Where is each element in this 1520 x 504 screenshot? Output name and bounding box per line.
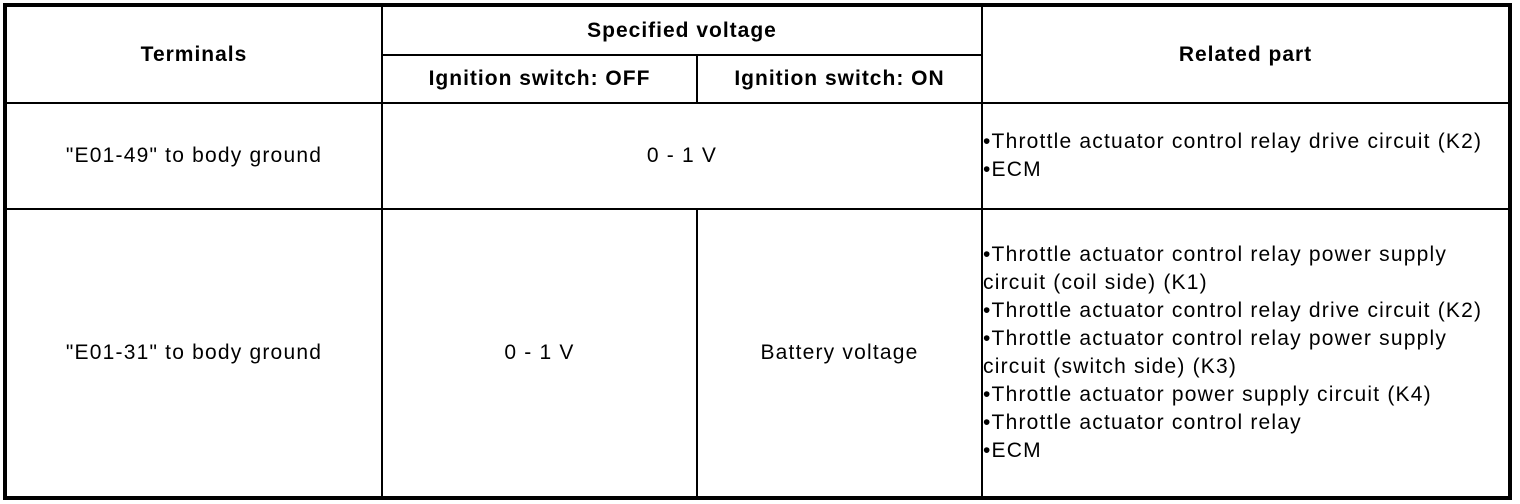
related-part-item: •Throttle actuator control relay power s… [983, 327, 1448, 378]
header-related-part: Related part [981, 4, 1511, 104]
related-part-item: •Throttle actuator control relay [983, 411, 1302, 434]
table-row-e01-31: "E01-31" to body ground 0 - 1 V Battery … [4, 208, 1511, 499]
related-part-item: •ECM [983, 439, 1042, 462]
related-part-item: •Throttle actuator power supply circuit … [983, 383, 1432, 406]
table-row-e01-49: "E01-49" to body ground 0 - 1 V •Throttl… [4, 102, 1511, 210]
terminal-cell: "E01-31" to body ground [4, 208, 383, 499]
header-specified-voltage: Specified voltage [381, 4, 983, 56]
related-part-item: •Throttle actuator control relay power s… [983, 243, 1448, 294]
voltage-ignition-on-cell: Battery voltage [696, 208, 983, 499]
related-part-cell: •Throttle actuator control relay drive c… [981, 102, 1511, 210]
header-row-sub: Ignition switch: OFF Ignition switch: ON [5, 54, 1510, 104]
related-part-item: •ECM [983, 158, 1042, 181]
terminal-cell: "E01-49" to body ground [4, 102, 383, 210]
related-part-cell: •Throttle actuator control relay power s… [981, 208, 1511, 499]
terminal-voltage-table: Terminals Specified voltage Related part… [3, 3, 1512, 500]
header-ignition-switch-off: Ignition switch: OFF [381, 54, 698, 104]
related-part-item: •Throttle actuator control relay drive c… [983, 130, 1483, 153]
related-part-item: •Throttle actuator control relay drive c… [983, 299, 1483, 322]
header-terminals: Terminals [4, 4, 383, 104]
specified-voltage-cell: 0 - 1 V [381, 102, 983, 210]
header-row-top: Terminals Specified voltage Related part [4, 4, 1511, 104]
header-ignition-switch-on: Ignition switch: ON [696, 54, 983, 104]
voltage-ignition-off-cell: 0 - 1 V [381, 208, 698, 499]
